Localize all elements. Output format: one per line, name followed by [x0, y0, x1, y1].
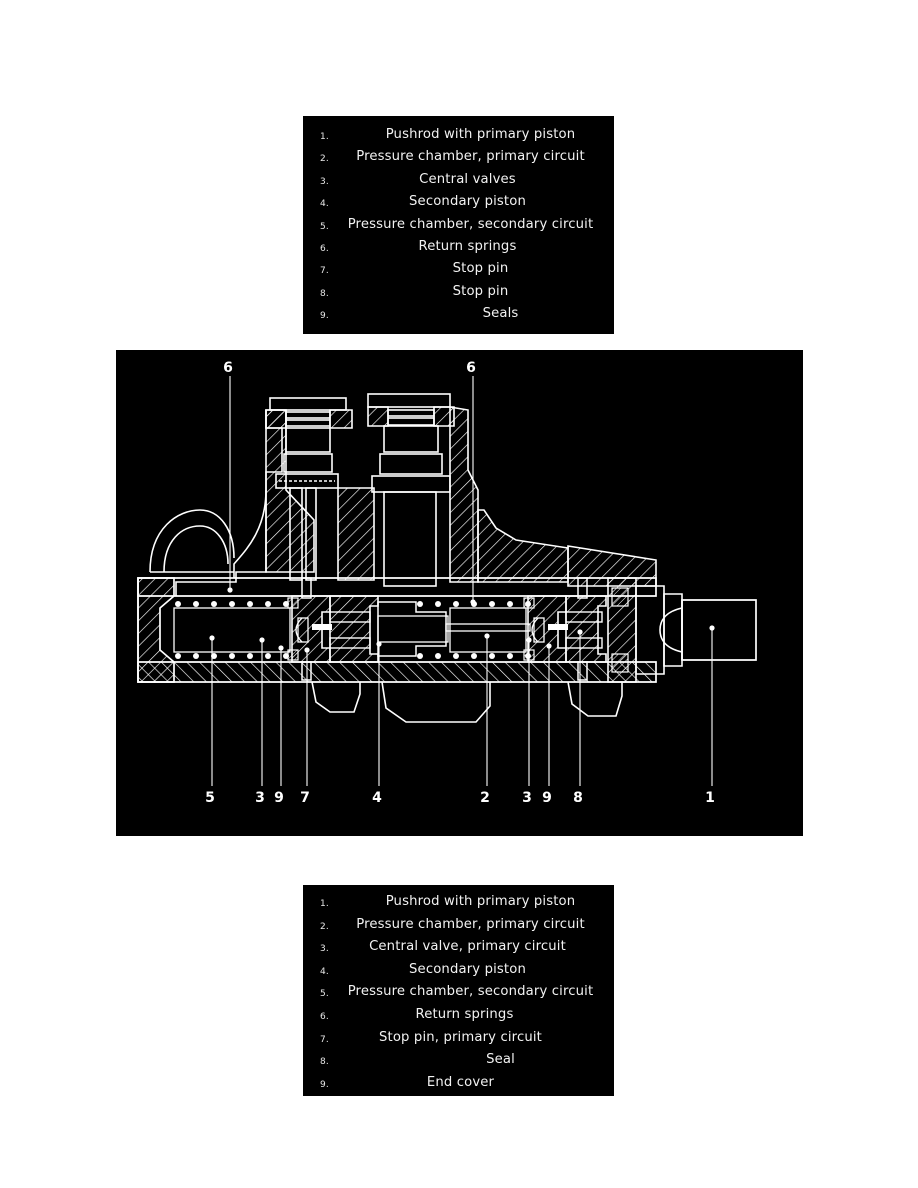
legend-item: 8. Stop pin	[303, 281, 614, 303]
callout-label-8: 8	[573, 790, 583, 806]
legend-item: 1. Pushrod with primary piston	[303, 891, 614, 914]
pressure-chambers	[173, 607, 527, 653]
legend-item: 3. Central valves	[303, 169, 614, 191]
legend-item-number: 3.	[320, 176, 329, 187]
secondary-piston-assembly	[287, 595, 449, 663]
legend-item: 8. Seal	[303, 1049, 614, 1072]
legend-item-number: 5.	[320, 989, 329, 1000]
legend-item-label: Pressure chamber, secondary circuit	[347, 216, 594, 232]
legend-item-label: Pressure chamber, secondary circuit	[347, 984, 594, 1000]
primary-piston-assembly	[445, 595, 607, 663]
legend-item: 4. Secondary piston	[303, 191, 614, 213]
legend-item: 7. Stop pin, primary circuit	[303, 1027, 614, 1050]
callout-label-4: 4	[372, 790, 382, 806]
legend-item-label: Pushrod with primary piston	[385, 894, 576, 909]
callout-label-2: 2	[480, 790, 490, 806]
legend-item-number: 2.	[320, 921, 329, 932]
callout-label-1: 1	[705, 790, 715, 806]
cylinder-barrel-shell	[137, 577, 657, 683]
legend-item-label: Seal	[486, 1052, 515, 1068]
legend-item: 2. Pressure chamber, primary circuit	[303, 146, 614, 168]
legend-item: 7. Stop pin	[303, 258, 614, 280]
legend-item-number: 6.	[320, 1011, 329, 1022]
legend-item: 4. Secondary piston	[303, 959, 614, 982]
legend-item: 9. End cover	[303, 1072, 614, 1095]
legend-block-top: 1. Pushrod with primary piston 2. Pressu…	[303, 116, 614, 334]
callout-leaders-bottom	[209, 625, 715, 786]
lower-casting-outline	[311, 681, 623, 723]
legend-item-label: Pressure chamber, primary circuit	[356, 149, 585, 165]
legend-item-label: Secondary piston	[409, 194, 526, 210]
callout-label-top-6a: 6	[223, 360, 233, 376]
pushrod-assembly	[607, 577, 757, 683]
legend-item-number: 9.	[320, 1079, 329, 1090]
legend-item-number: 8.	[320, 1057, 329, 1068]
legend-item: 5. Pressure chamber, secondary circuit	[303, 981, 614, 1004]
legend-item-number: 8.	[320, 288, 329, 299]
legend-item-number: 4.	[320, 966, 329, 977]
legend-item-label: Stop pin	[452, 261, 509, 277]
legend-item-label: Stop pin, primary circuit	[379, 1029, 542, 1045]
legend-item: 6. Return springs	[303, 1004, 614, 1027]
callout-label-7: 7	[300, 790, 310, 806]
legend-item-number: 2.	[320, 154, 329, 165]
callout-label-3a: 3	[255, 790, 265, 806]
callout-label-top-6b: 6	[466, 360, 476, 376]
legend-item-number: 3.	[320, 944, 329, 955]
callout-label-9b: 9	[542, 790, 552, 806]
legend-item-number: 1.	[320, 899, 329, 909]
legend-item-number: 7.	[320, 266, 329, 277]
callout-leaders-top	[227, 376, 476, 605]
legend-item-number: 1.	[320, 132, 329, 142]
legend-item: 5. Pressure chamber, secondary circuit	[303, 214, 614, 236]
legend-item-label: Seals	[482, 306, 519, 322]
legend-item-label: Central valves	[419, 171, 516, 187]
legend-item: 9. Seals	[303, 303, 614, 325]
legend-item-number: 4.	[320, 199, 329, 210]
legend-item-label: Return springs	[415, 1006, 514, 1022]
legend-item-number: 7.	[320, 1034, 329, 1045]
legend-block-bottom: 1. Pushrod with primary piston 2. Pressu…	[303, 885, 614, 1096]
legend-item-label: Pressure chamber, primary circuit	[356, 916, 585, 932]
legend-item-number: 5.	[320, 221, 329, 232]
legend-item: 2. Pressure chamber, primary circuit	[303, 914, 614, 937]
legend-item-label: Pushrod with primary piston	[385, 127, 576, 142]
feed-passages	[289, 487, 437, 587]
legend-item-label: Return springs	[418, 238, 517, 254]
callout-label-9a: 9	[274, 790, 284, 806]
legend-item-label: Central valve, primary circuit	[369, 939, 566, 955]
legend-item: 3. Central valve, primary circuit	[303, 936, 614, 959]
callout-label-3b: 3	[522, 790, 532, 806]
legend-item-number: 6.	[320, 243, 329, 254]
callout-label-5: 5	[205, 790, 215, 806]
legend-item: 6. Return springs	[303, 236, 614, 258]
legend-item-number: 9.	[320, 311, 329, 322]
legend-item-label: Stop pin	[452, 283, 509, 299]
legend-item-label: Secondary piston	[409, 961, 526, 977]
master-cylinder-figure: 6 6 5 3 9 7 4 2 3 9 8 1	[116, 350, 803, 836]
legend-item: 1. Pushrod with primary piston	[303, 124, 614, 146]
legend-item-label: End cover	[426, 1074, 495, 1090]
